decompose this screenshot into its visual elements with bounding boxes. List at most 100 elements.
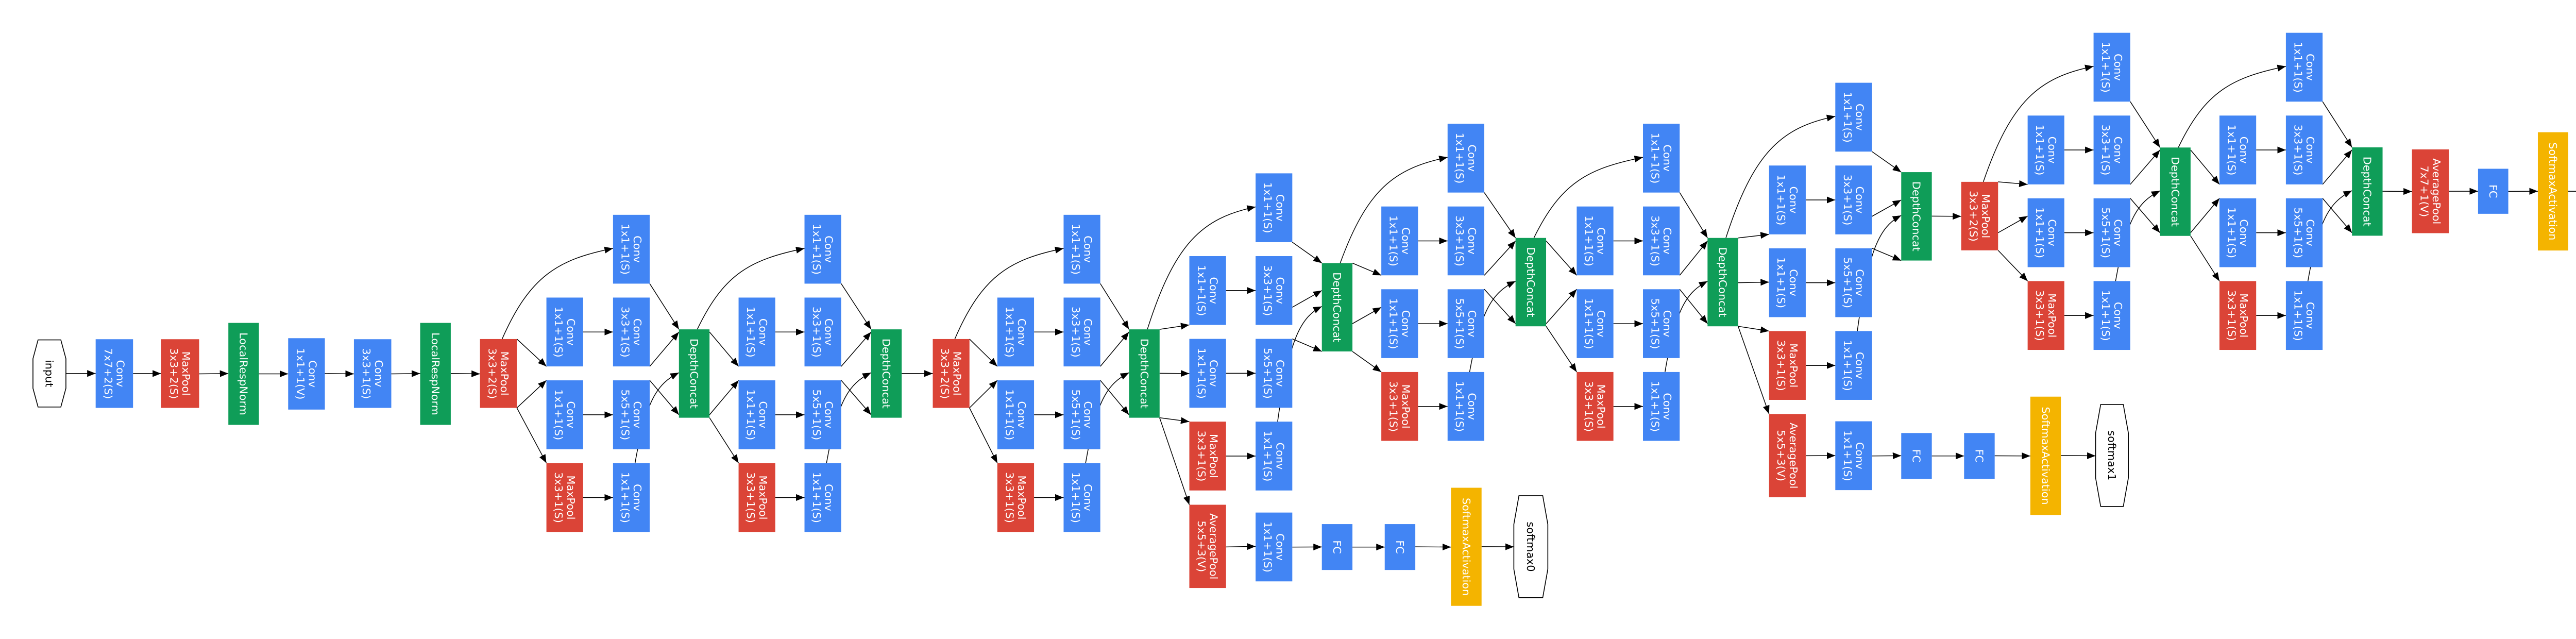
node-4b-5x5: Conv5x5+1(S) (1256, 339, 1293, 408)
node-label: DepthConcat (1138, 339, 1150, 409)
node-label: Conv1x1+1(S) (1841, 92, 1866, 143)
node-label-line: FC (1973, 449, 1986, 463)
concat-box (1321, 263, 1353, 351)
node-label-line: Conv (1466, 310, 1478, 338)
edge-arrow (1998, 180, 2028, 187)
node-label: Conv1x1+1(S) (1262, 182, 1286, 233)
node-label: Conv1x1+1(S) (552, 307, 577, 358)
node-4d-concat: DepthConcat (1707, 238, 1738, 327)
node-label-line: 1x1+1(S) (1387, 298, 1400, 349)
node-label-line: Conv (1854, 352, 1866, 379)
node-label-line: 1x1+1(S) (1453, 133, 1466, 184)
node-aux1-avg: AveragePool5x5+3(V) (1769, 414, 1806, 497)
node-label-line: 1x1+1(S) (552, 307, 565, 358)
node-label: Conv1x1+1(V) (294, 348, 319, 400)
node-label: Conv1x1+1(S) (1003, 307, 1028, 358)
node-label-line: DepthConcat (880, 339, 892, 409)
node-label-line: 1x1+1(S) (1583, 215, 1595, 266)
node-label-line: Conv (823, 401, 835, 429)
node-label: MaxPool3x3+1(S) (552, 472, 577, 523)
node-label: DepthConcat (1331, 272, 1343, 342)
node-label-line: 3x3+2(S) (1967, 191, 1979, 242)
node-label-line: MaxPool (2046, 293, 2058, 338)
node-label-line: softmax1 (2106, 430, 2118, 480)
node-label-line: Conv (1399, 227, 1412, 255)
edge-arrow (709, 380, 739, 415)
node-pool2: MaxPool3x3+2(S) (480, 339, 517, 408)
node-label-line: DepthConcat (1717, 247, 1729, 317)
edge-arrow (1226, 543, 1256, 550)
conv-box (1643, 289, 1680, 358)
node-label-line: Conv (1854, 104, 1866, 131)
node-lrn1: LocalRespNorm (228, 323, 259, 425)
node-4b-proj: Conv1x1+1(S) (1256, 422, 1293, 491)
conv-box (1381, 206, 1418, 276)
node-label-line: MaxPool (1208, 434, 1220, 478)
node-label-line: 5x5+1(S) (1070, 389, 1082, 440)
conv-box (1063, 380, 1100, 449)
node-3a-proj: Conv1x1+1(S) (613, 463, 650, 532)
node-label: Conv3x3+1(S) (810, 307, 835, 358)
node-label-line: 3x3+2(S) (939, 348, 951, 399)
conv-box (804, 297, 841, 367)
node-label: Conv5x5+1(S) (619, 389, 643, 440)
node-label-line: 3x3+1(S) (2225, 290, 2238, 341)
conv-box (2027, 115, 2064, 184)
pool-box (738, 463, 775, 532)
node-4e-3x3: Conv3x3+1(S) (1835, 165, 1872, 234)
node-label-line: AveragePool (1208, 513, 1220, 579)
concat-box (871, 329, 902, 418)
node-softmax1: softmax1 (2095, 404, 2129, 507)
node-label: MaxPool3x3+2(S) (1967, 191, 1992, 242)
node-label: Conv3x3+1(S) (360, 348, 385, 399)
node-label: Conv1x1+1(S) (810, 224, 835, 275)
node-label-line: 5x5+3(V) (1195, 520, 1208, 572)
node-label-line: 1x1+1(S) (1070, 472, 1082, 523)
edge-arrow (2322, 198, 2352, 233)
conv-box (288, 338, 325, 410)
node-label-line: Conv (2046, 137, 2058, 164)
node-4a-1x1: Conv1x1+1(S) (1063, 214, 1100, 284)
node-aux1-fc2: FC (1964, 433, 1995, 479)
edge-arrow (697, 246, 805, 330)
node-label-line: Conv (757, 401, 769, 429)
edge-arrow (841, 380, 872, 415)
conv-box (1447, 289, 1484, 358)
node-3a-3x3: Conv3x3+1(S) (613, 297, 650, 367)
node-label-line: Conv (565, 318, 577, 346)
conv-box (1835, 82, 1872, 152)
edge-arrow (1738, 326, 1769, 333)
node-4c-3x3r: Conv1x1+1(S) (1381, 206, 1418, 276)
node-label-line: AveragePool (1787, 423, 1800, 489)
edge-arrow (709, 331, 739, 367)
node-label-line: Conv (1466, 145, 1478, 172)
edge-arrow (1159, 417, 1190, 505)
edge-arrow (2322, 101, 2352, 148)
edge-arrow (1292, 290, 1323, 308)
node-5b-5x5r: Conv1x1+1(S) (2219, 198, 2257, 267)
node-5b-proj: Conv1x1+1(S) (2285, 281, 2323, 350)
edge-arrow (954, 246, 1064, 340)
node-label-line: MaxPool (2238, 293, 2250, 338)
node-4c-5x5r: Conv1x1+1(S) (1381, 289, 1418, 358)
node-4e-pool: MaxPool3x3+1(S) (1769, 331, 1806, 400)
conv-box (1256, 173, 1293, 242)
node-label: Conv1x1+1(S) (1262, 431, 1286, 482)
node-label-line: Conv (1274, 443, 1286, 470)
node-label-line: 3x3+1(S) (1003, 472, 1015, 523)
node-label-line: Conv (2304, 219, 2316, 246)
node-label: Conv1x1+1(S) (619, 224, 643, 275)
conv-box (613, 214, 650, 284)
node-label: Conv1x1+1(S) (1003, 389, 1028, 440)
node-label-line: Conv (1661, 393, 1673, 420)
node-label-line: 3x3+1(S) (744, 472, 757, 523)
node-5a-pool: MaxPool3x3+1(S) (2027, 281, 2064, 350)
node-label-line: 1x1+1(S) (810, 224, 823, 275)
node-label-line: 1x1+1(S) (1583, 298, 1595, 349)
node-label-line: MaxPool (951, 351, 963, 396)
node-5a-5x5: Conv5x5+1(S) (2093, 198, 2130, 267)
node-label-line: 1x1+1(S) (2033, 125, 2046, 176)
node-label-line: MaxPool (565, 475, 577, 519)
conv-box (2093, 281, 2130, 350)
